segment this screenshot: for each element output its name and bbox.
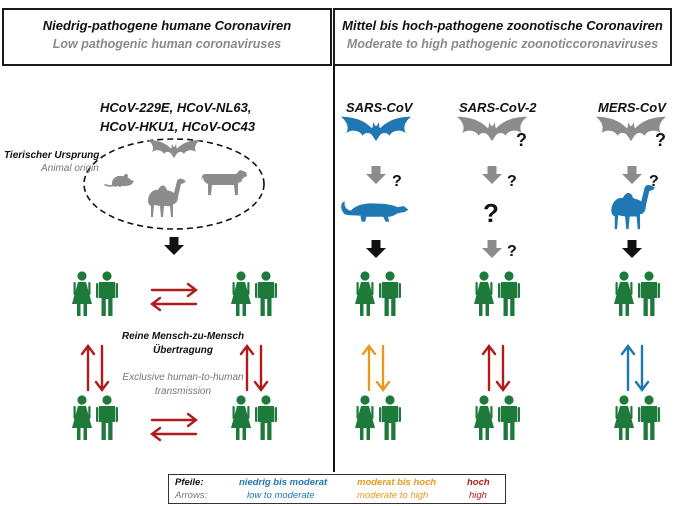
- human-pair-icon: [614, 271, 660, 316]
- question-mark: ?: [655, 130, 666, 150]
- animal-origin-label-de: Tierischer Ursprung: [4, 150, 100, 161]
- legend-label-en: Arrows:: [175, 490, 208, 501]
- human-coronavirus-list: HCoV-229E, HCoV-NL63, HCoV-HKU1, HCoV-OC…: [100, 98, 260, 136]
- vertical-exchange-arrows-right: [239, 344, 269, 392]
- transmission-en-line: Exclusive human-to-human: [122, 372, 244, 383]
- column-divider: [333, 66, 335, 472]
- left-header-box: Niedrig-pathogene humane Coronaviren Low…: [2, 8, 332, 66]
- mouse-icon: [104, 174, 134, 187]
- right-header-title-en: Moderate to high pathogenic zoonoticcoro…: [346, 37, 659, 51]
- black-arrow-icon: [622, 240, 642, 258]
- vertical-exchange-arrows-left: [80, 344, 110, 392]
- virus-name-sars-cov-2: SARS-CoV-2: [459, 100, 537, 115]
- human-pair-icon: [231, 271, 277, 316]
- transmission-label-en: Exclusive human-to-human transmission: [113, 371, 253, 399]
- transmission-en-line: transmission: [154, 386, 212, 397]
- horizontal-exchange-arrows-top: [150, 282, 198, 312]
- grey-arrow-icon: [482, 166, 502, 184]
- black-arrow-icon: [366, 240, 386, 258]
- human-pair-icon: [474, 395, 520, 440]
- right-header-title-de: Mittel bis hoch-pathogene zoonotische Co…: [342, 18, 663, 33]
- cow-icon: [201, 170, 247, 195]
- horizontal-exchange-arrows-bottom: [150, 412, 198, 442]
- grey-arrow-icon: [366, 166, 386, 184]
- human-pair-icon: [72, 395, 118, 440]
- civet-icon: [341, 201, 409, 222]
- human-pair-icon: [355, 271, 401, 316]
- transmission-de-line: Übertragung: [153, 345, 213, 356]
- left-header-title-de: Niedrig-pathogene humane Coronaviren: [42, 18, 292, 33]
- virus-name-sars-cov: SARS-CoV: [346, 100, 413, 115]
- arrow-legend: Pfeile: Arrows: niedrig bis moderat low …: [168, 474, 506, 504]
- human-pair-icon: [231, 395, 277, 440]
- question-mark: ?: [516, 130, 527, 150]
- grey-arrow-icon: [482, 240, 502, 258]
- question-mark: ?: [507, 243, 517, 260]
- virus-list-line: HCoV-229E, HCoV-NL63,: [100, 100, 252, 115]
- human-pair-icon: [474, 271, 520, 316]
- legend-high-en: high: [469, 490, 487, 501]
- legend-mid-en: moderate to high: [357, 490, 429, 501]
- right-header-box: Mittel bis hoch-pathogene zoonotische Co…: [333, 8, 672, 66]
- question-mark: ?: [649, 173, 659, 190]
- transmission-label-de: Reine Mensch-zu-Mensch Übertragung: [118, 330, 248, 358]
- camel-icon: [148, 178, 186, 217]
- transmission-de-line: Reine Mensch-zu-Mensch: [121, 331, 245, 342]
- question-mark: ?: [507, 173, 517, 190]
- legend-high-de: hoch: [467, 477, 490, 488]
- camel-icon: [611, 184, 655, 230]
- grey-arrow-icon: [622, 166, 642, 184]
- origin-arrow-icon: [164, 237, 184, 255]
- animal-origin-ellipse: [83, 138, 265, 230]
- bat-icon: [148, 140, 200, 158]
- vertical-exchange-arrows-sars-cov-2: [481, 344, 511, 392]
- virus-name-mers-cov: MERS-CoV: [598, 100, 666, 115]
- vertical-exchange-arrows-mers-cov: [620, 344, 650, 392]
- legend-low-de: niedrig bis moderat: [239, 477, 328, 488]
- human-pair-icon: [72, 271, 118, 316]
- question-mark: ?: [483, 198, 499, 228]
- human-pair-icon: [614, 395, 660, 440]
- vertical-exchange-arrows-sars-cov: [361, 344, 391, 392]
- legend-low-en: low to moderate: [247, 490, 315, 501]
- virus-list-line: HCoV-HKU1, HCoV-OC43: [100, 119, 256, 134]
- question-mark: ?: [392, 173, 402, 190]
- left-header-title-en: Low pathogenic human coronaviruses: [52, 37, 282, 51]
- bat-icon: [340, 116, 412, 142]
- human-pair-icon: [355, 395, 401, 440]
- legend-label-de: Pfeile:: [175, 477, 204, 488]
- animal-origin-label-en: Animal origin: [41, 163, 99, 174]
- legend-mid-de: moderat bis hoch: [357, 477, 437, 488]
